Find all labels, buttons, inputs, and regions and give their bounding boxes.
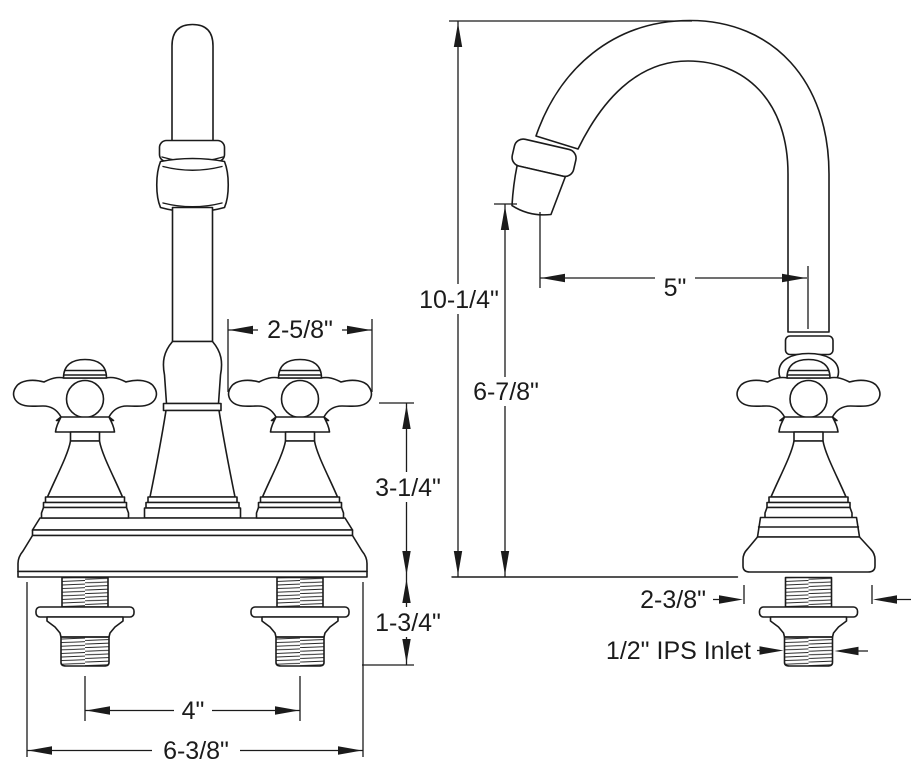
dim-label-overall-width: 6-3/8" <box>163 737 229 765</box>
dim-label-spout-height: 6-7/8" <box>473 378 539 406</box>
gooseneck-spout <box>535 19 830 333</box>
dim-label-hole-centers: 4" <box>182 697 205 725</box>
dim-label-overall-height: 10-1/4" <box>419 286 499 314</box>
spout-base-collar <box>784 335 834 356</box>
dim-label-under-deck: 1-3/4" <box>375 609 441 637</box>
side-view <box>451 19 881 667</box>
dim-spout-height: 6-7/8" <box>468 203 543 577</box>
inlet-callout-label: 1/2" IPS Inlet <box>606 637 751 665</box>
dim-deck-to-handle: 3-1/4" <box>370 402 446 577</box>
front-spout-ball <box>155 157 230 213</box>
dim-label-base-diameter: 2-3/8" <box>640 586 706 614</box>
side-base <box>742 516 876 573</box>
spout-tip <box>511 138 577 216</box>
dim-base-diameter: 2-3/8" <box>640 585 911 614</box>
dim-label-handle-width: 2-5/8" <box>267 316 333 344</box>
inlet-callout: 1/2" IPS Inlet <box>606 637 868 665</box>
front-spout-bell <box>162 340 223 405</box>
dim-label-deck-to-handle: 3-1/4" <box>375 474 441 502</box>
front-view <box>12 23 373 667</box>
front-spout-column <box>143 23 242 519</box>
dim-hole-centers: 4" <box>84 676 301 725</box>
dim-handle-width: 2-5/8" <box>227 316 373 392</box>
dim-under-deck: 1-3/4" <box>362 577 446 666</box>
dim-label-spout-reach: 5" <box>664 274 687 302</box>
dim-overall-height: 10-1/4" <box>415 20 692 577</box>
dim-overall-width: 6-3/8" <box>26 582 364 765</box>
dim-spout-reach: 5" <box>539 212 809 329</box>
deck-plate <box>17 517 368 578</box>
